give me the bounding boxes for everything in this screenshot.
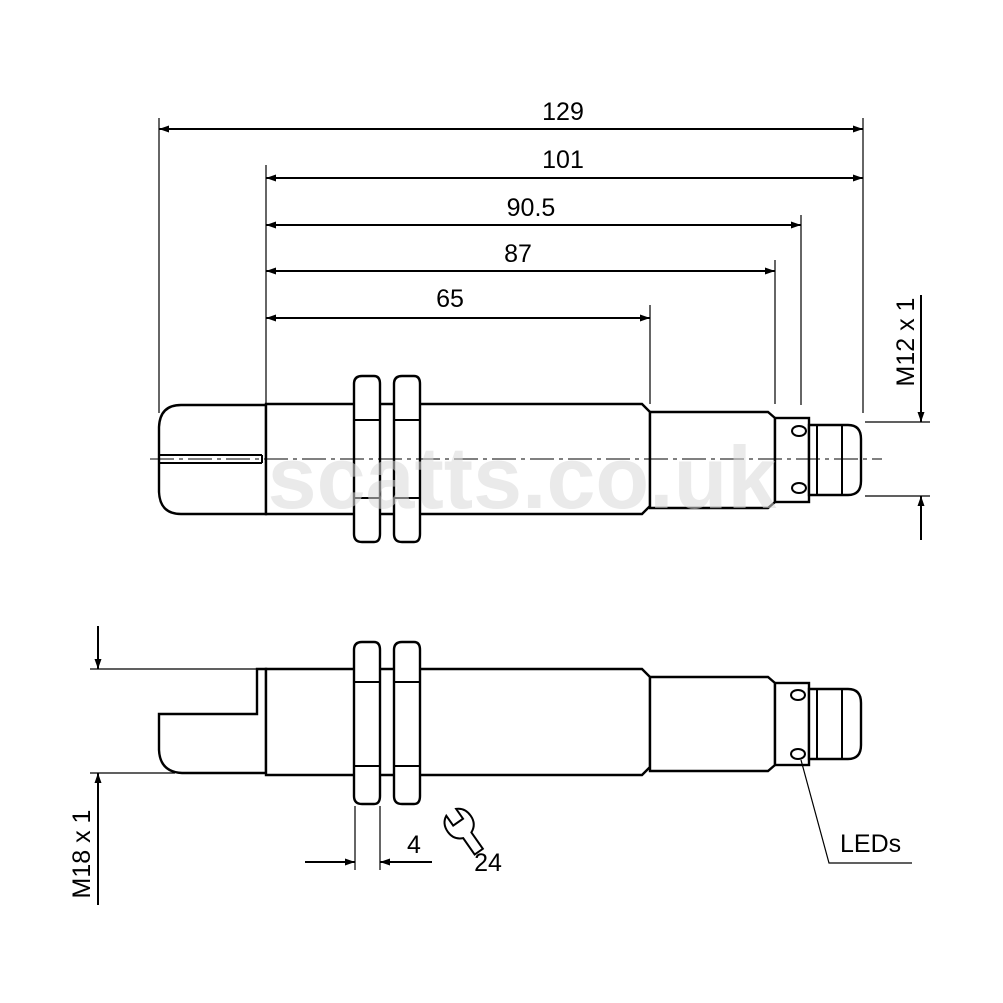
dim-90-5-label: 90.5 [507, 194, 556, 222]
nut-1 [352, 374, 382, 544]
top-view: 129 101 90.5 87 65 M12 x 1 [150, 98, 930, 544]
wrench-size-label: 24 [474, 849, 502, 877]
connector-m12-side [807, 687, 863, 761]
dim-101-label: 101 [542, 146, 584, 174]
led-indicator [790, 748, 806, 760]
leds-label: LEDs [840, 830, 901, 858]
rear-housing-side [648, 675, 777, 773]
nut-thickness-label: 4 [407, 831, 421, 859]
dim-87-label: 87 [504, 240, 532, 268]
sensing-head-side [157, 667, 268, 775]
leds-leader-line [800, 759, 912, 864]
nut-2-side [392, 640, 422, 806]
wrench-icon [443, 807, 485, 856]
dim-65-label: 65 [436, 285, 464, 313]
connector-m12 [807, 423, 863, 497]
watermark: scatts.co.uk [268, 428, 778, 527]
sensor-body-side [264, 667, 652, 777]
led-indicator [790, 689, 806, 701]
dim-129-label: 129 [542, 98, 584, 126]
thread-m12-label: M12 x 1 [892, 298, 920, 387]
thread-m18-label: M18 x 1 [68, 810, 96, 899]
sensing-head [157, 403, 268, 516]
side-view: M18 x 1 4 24 LEDs [68, 626, 912, 905]
nut-1-side [352, 640, 382, 806]
